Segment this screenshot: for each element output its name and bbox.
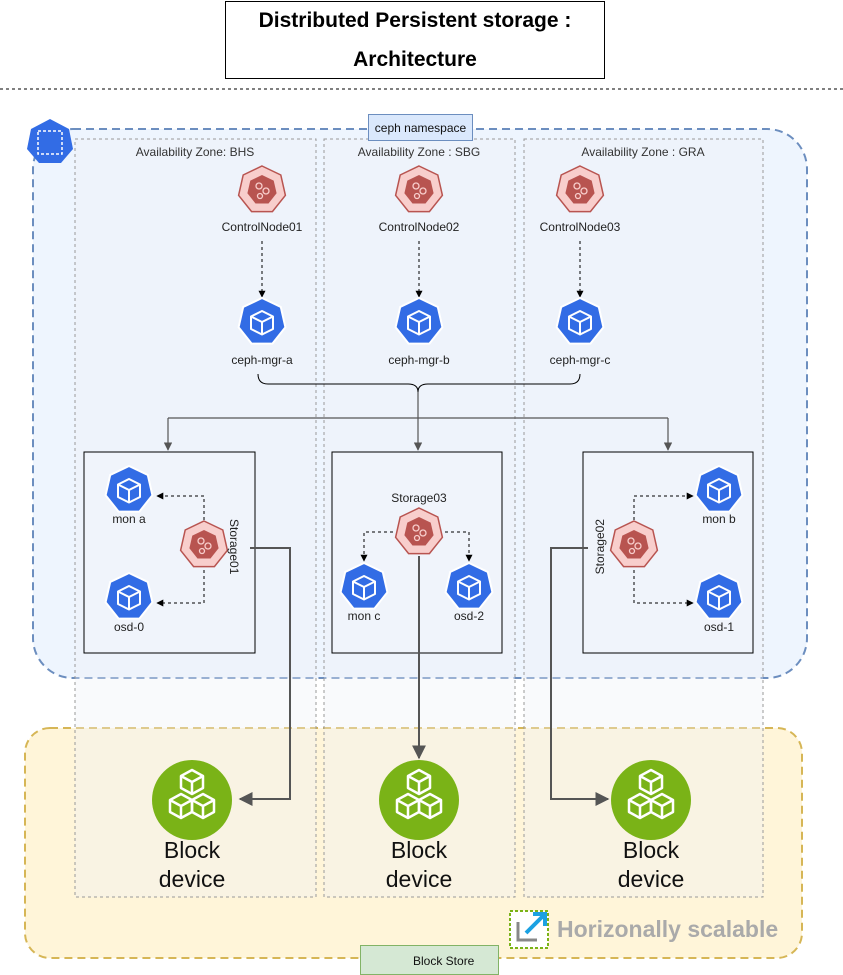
scalable-label: Horizonally scalable	[557, 916, 779, 942]
osd-pod-icon	[104, 572, 154, 620]
diagram-title: Distributed Persistent storage : Archite…	[225, 1, 605, 79]
title-line-1: Distributed Persistent storage :	[258, 9, 572, 32]
block-store-label: Block Store	[360, 945, 499, 975]
osd-label: osd-0	[113, 620, 145, 634]
mgr-pod-icon	[555, 297, 605, 345]
block-store-text: Block Store	[413, 954, 475, 968]
block-device-icon	[150, 758, 234, 842]
block-device-label: Block device	[617, 837, 685, 892]
zone-label: Availability Zone: BHS	[135, 145, 255, 159]
storage02-label: Storage02	[593, 519, 607, 575]
mgr-label: ceph-mgr-b	[388, 353, 450, 367]
control-node-label: ControlNode02	[378, 220, 460, 234]
osd-label: osd-1	[703, 620, 735, 634]
osd-pod-icon	[694, 572, 744, 620]
storage03-label: Storage03	[391, 491, 447, 505]
kubernetes-namespace-icon	[27, 119, 73, 163]
block-device-label: Block device	[385, 837, 453, 892]
block-device-icon	[377, 758, 461, 842]
mgr-label: ceph-mgr-a	[231, 353, 293, 367]
mon-label: mon b	[702, 512, 736, 526]
block-device-label: Block device	[158, 837, 226, 892]
title-line-2: Architecture	[353, 48, 477, 71]
block-device-icon	[609, 758, 693, 842]
osd-pod-icon	[444, 562, 494, 610]
zone-label: Availability Zone : GRA	[581, 145, 705, 159]
mon-label: mon a	[112, 512, 146, 526]
control-node-label: ControlNode03	[539, 220, 621, 234]
mon-pod-icon	[694, 465, 744, 513]
mon-label: mon c	[347, 609, 381, 623]
mgr-pod-icon	[394, 297, 444, 345]
storage01-label: Storage01	[227, 519, 241, 575]
mgr-label: ceph-mgr-c	[549, 353, 611, 367]
scale-arrow-icon	[509, 910, 549, 949]
control-node-label: ControlNode01	[221, 220, 303, 234]
mgr-pod-icon	[237, 297, 287, 345]
osd-label: osd-2	[453, 609, 485, 623]
mon-pod-icon	[339, 562, 389, 610]
zone-label: Availability Zone : SBG	[357, 145, 481, 159]
namespace-label: ceph namespace	[368, 114, 473, 141]
mon-pod-icon	[104, 465, 154, 513]
